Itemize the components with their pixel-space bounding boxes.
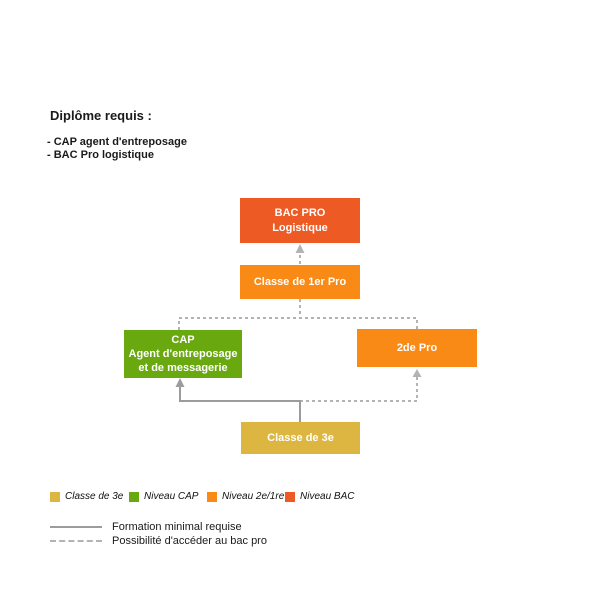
box-bac-pro-logistique: BAC PRO Logistique xyxy=(240,198,360,243)
box-2de-pro: 2de Pro xyxy=(357,329,477,367)
legend-line-dashed: Possibilité d'accéder au bac pro xyxy=(50,534,267,547)
dashed-line-sample xyxy=(50,539,102,542)
page-title: Diplôme requis : xyxy=(50,108,152,123)
connector-solid-3e-to-cap xyxy=(179,387,301,422)
legend-swatch-niveau-cap xyxy=(129,491,139,502)
box-label-line: CAP xyxy=(171,334,195,346)
legend-item-niveau-cap: Niveau CAP xyxy=(129,491,198,502)
legend-label: Niveau 2e/1re xyxy=(222,491,285,502)
box-label-line: BAC PRO xyxy=(274,206,326,219)
solid-line-sample xyxy=(50,525,102,528)
box-label-line: Logistique xyxy=(272,221,328,234)
connector-dashed-cap-2depro-branch xyxy=(178,317,418,330)
legend-line-label: Formation minimal requise xyxy=(112,520,242,533)
legend-line-types: Formation minimal requise Possibilité d'… xyxy=(50,520,267,548)
box-cap-agent-entreposage: CAP Agent d'entreposage et de messagerie xyxy=(124,330,242,378)
legend-swatch-niveau-bac xyxy=(285,491,295,502)
arrow-up-into-bac-pro-icon xyxy=(295,244,305,253)
box-label-line: 2de Pro xyxy=(396,341,438,354)
requirement-item: - BAC Pro logistique xyxy=(47,149,154,161)
requirement-item: - CAP agent d'entreposage xyxy=(47,136,187,148)
connector-dashed-3e-to-2depro xyxy=(300,377,418,402)
legend-line-label: Possibilité d'accéder au bac pro xyxy=(112,534,267,547)
box-classe-de-1er-pro: Classe de 1er Pro xyxy=(240,265,360,299)
legend-label: Classe de 3e xyxy=(65,491,124,502)
legend-item-classe-3e: Classe de 3e xyxy=(50,491,123,502)
box-label-line: et de messagerie xyxy=(138,362,228,374)
legend-item-niveau-2e-1re: Niveau 2e/1re xyxy=(207,491,284,502)
box-label-line: Agent d'entreposage xyxy=(128,348,238,360)
arrow-up-into-cap-icon xyxy=(175,378,185,387)
box-classe-de-3e: Classe de 3e xyxy=(241,422,360,454)
legend-line-solid: Formation minimal requise xyxy=(50,520,267,533)
legend-label: Niveau BAC xyxy=(300,491,355,502)
box-label-line: Classe de 1er Pro xyxy=(253,275,347,288)
legend-label: Niveau CAP xyxy=(144,491,199,502)
box-label-line: Classe de 3e xyxy=(267,431,334,444)
arrow-up-into-2de-pro-icon xyxy=(412,369,422,377)
legend-item-niveau-bac: Niveau BAC xyxy=(285,491,354,502)
legend-swatch-niveau-2e-1re xyxy=(207,491,217,502)
legend-swatch-classe-3e xyxy=(50,491,60,502)
requirements-list: - CAP agent d'entreposage - BAC Pro logi… xyxy=(47,136,187,162)
